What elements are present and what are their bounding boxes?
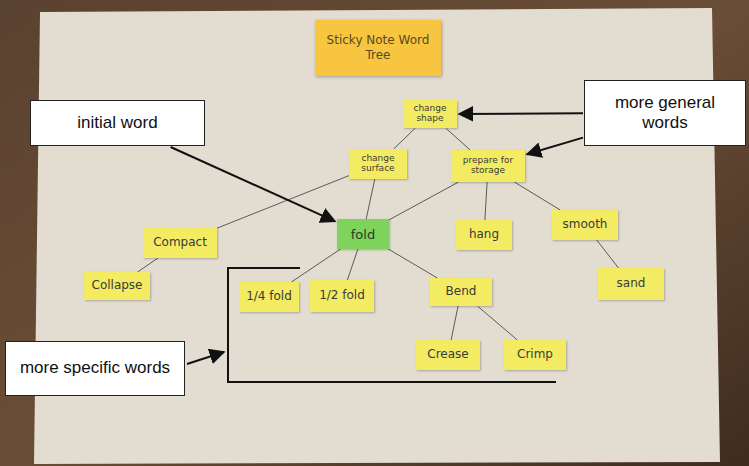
tree-line [366, 179, 375, 219]
note-label: prepare for storage [454, 156, 522, 176]
note-label: Crimp [517, 348, 553, 361]
tree-line [597, 240, 619, 268]
sticky-note: prepare for storage [451, 150, 525, 182]
note-content: Crease [427, 348, 468, 361]
callout-box: more specific words [5, 341, 185, 396]
note-label: sand [617, 277, 646, 290]
tree-line [388, 249, 437, 278]
note-content: prepare for storage [454, 156, 522, 176]
note-label: 1/4 fold [246, 290, 292, 303]
sticky-note: 1/2 fold [310, 280, 374, 312]
sticky-note: change surface [349, 149, 407, 179]
sticky-note: 1/4 fold [239, 282, 299, 312]
sticky-note: Bend [430, 278, 492, 306]
tree-line [394, 128, 416, 149]
callout-label: more specific words [20, 358, 170, 378]
sticky-note: Compact [143, 228, 217, 258]
note-content: hang [469, 228, 499, 241]
note-label: fold [351, 227, 375, 242]
sticky-note: smooth [552, 210, 618, 240]
sticky-note: sand [598, 268, 664, 300]
note-content: 1/4 fold [246, 290, 292, 303]
note-label: hang [469, 228, 499, 241]
note-label: Crease [427, 348, 468, 361]
callout-label: initial word [77, 113, 157, 133]
note-content: change shape [406, 104, 454, 124]
note-label: 1/2 fold [319, 289, 365, 302]
callout-box: more general words [584, 80, 746, 146]
note-content: Bend [446, 285, 477, 298]
tree-line [514, 182, 560, 210]
note-content: 1/2 fold [319, 289, 365, 302]
note-content: fold [351, 227, 375, 242]
note-content: change surface [352, 154, 404, 174]
sticky-note: Crease [416, 340, 480, 370]
tree-line [485, 182, 487, 220]
tree-line [451, 306, 458, 340]
callout-arrow [171, 147, 335, 221]
callout-arrow [459, 112, 583, 115]
note-label: Compact [153, 236, 207, 249]
note-label: change shape [406, 104, 454, 124]
title-text: Sticky Note Word Tree [315, 33, 441, 63]
tree-line [446, 128, 471, 150]
note-content: sand [617, 277, 646, 290]
tree-line [389, 182, 459, 220]
sticky-note: Crimp [504, 340, 566, 370]
tree-line [217, 176, 349, 229]
tree-line [138, 258, 159, 272]
callout-label: more general words [593, 93, 737, 134]
tree-line [347, 249, 358, 280]
initial-word-note: fold [337, 219, 389, 249]
note-label: Bend [446, 285, 477, 298]
leader-arrow [187, 352, 224, 364]
note-content: smooth [563, 218, 608, 231]
sticky-note: hang [456, 220, 512, 250]
note-label: Collapse [92, 279, 143, 292]
sticky-note: Collapse [84, 272, 150, 300]
note-content: more general words [593, 93, 737, 134]
note-content: Collapse [92, 279, 143, 292]
callout-box: initial word [30, 100, 205, 146]
note-content: initial word [77, 113, 157, 133]
note-content: more specific words [20, 358, 170, 378]
note-content: Compact [153, 236, 207, 249]
title-sticky: Sticky Note Word Tree [315, 20, 441, 76]
note-content: Crimp [517, 348, 553, 361]
tree-line [477, 306, 517, 340]
note-label: change surface [352, 154, 404, 174]
tree-line [291, 249, 340, 282]
callout-arrow [527, 138, 583, 155]
sticky-note: change shape [403, 100, 457, 128]
note-label: smooth [563, 218, 608, 231]
